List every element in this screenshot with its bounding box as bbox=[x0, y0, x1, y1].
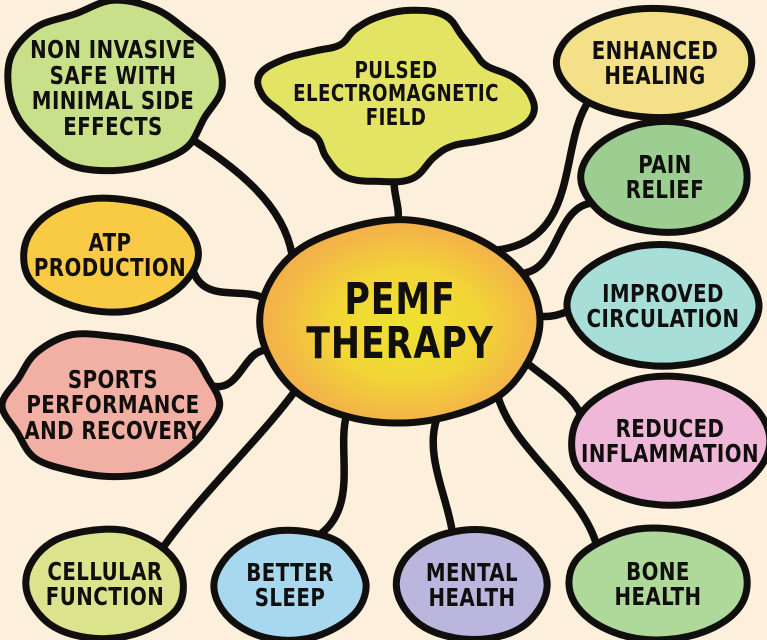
node-sports-performance-and-recovery[interactable] bbox=[0, 330, 224, 481]
center-node-shape[interactable] bbox=[256, 216, 544, 427]
connector-reduced-inflammation bbox=[523, 358, 585, 420]
node-reduced-inflammation[interactable] bbox=[568, 372, 767, 509]
node-mental-health[interactable] bbox=[392, 526, 551, 640]
connector-better-sleep bbox=[314, 411, 351, 540]
connector-atp-production bbox=[188, 263, 269, 304]
node-enhanced-healing[interactable] bbox=[552, 4, 756, 122]
node-improved-circulation[interactable] bbox=[563, 241, 763, 370]
node-pain-relief[interactable] bbox=[577, 117, 751, 236]
connector-mental-health bbox=[429, 415, 457, 538]
connector-enhanced-healing bbox=[493, 97, 593, 254]
node-cellular-function[interactable] bbox=[22, 525, 187, 640]
node-atp-production[interactable] bbox=[20, 194, 202, 316]
connector-cellular-function bbox=[158, 385, 301, 553]
connector-bone-health bbox=[493, 390, 601, 550]
connector-non-invasive bbox=[187, 135, 297, 262]
connector-pain-relief bbox=[517, 198, 599, 278]
connector-lines bbox=[158, 97, 601, 553]
connector-sports-performance-and-recovery bbox=[207, 346, 271, 391]
node-non-invasive[interactable] bbox=[4, 0, 226, 175]
node-bone-health[interactable] bbox=[565, 524, 751, 640]
node-better-sleep[interactable] bbox=[210, 526, 370, 640]
node-pulsed-electromagnetic-field[interactable] bbox=[254, 6, 538, 186]
center-node-pemf-therapy[interactable] bbox=[256, 216, 544, 427]
